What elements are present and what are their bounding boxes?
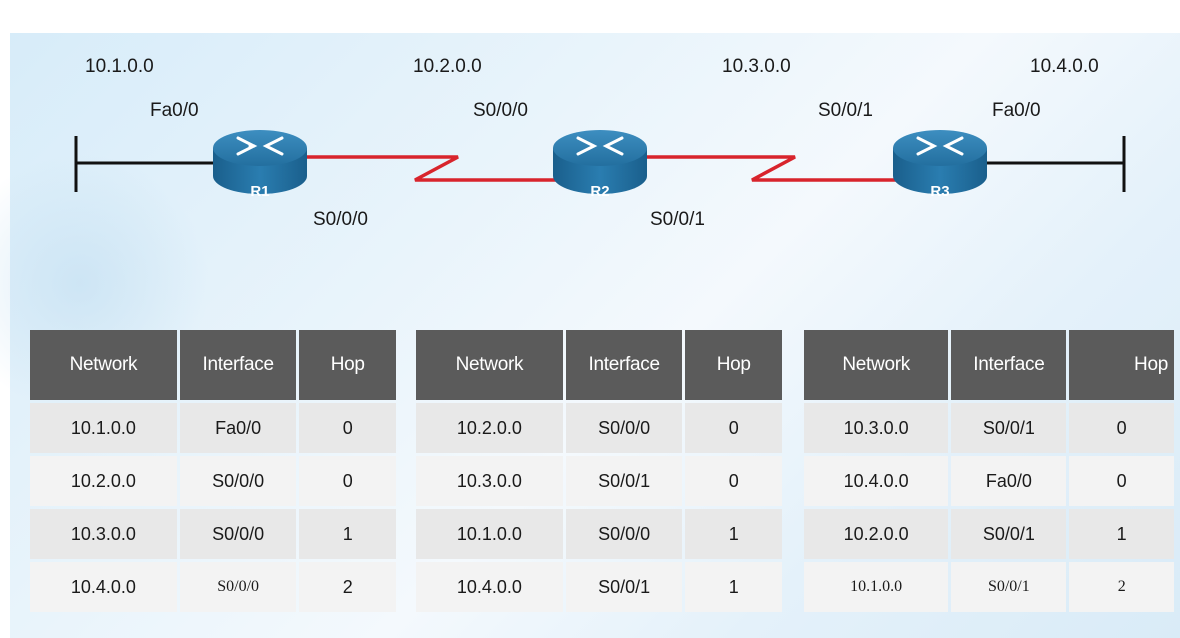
cell-interface: S0/0/1: [951, 403, 1067, 453]
column-header-interface: Interface: [951, 330, 1067, 400]
routing-table-r1: Network Interface Hop 10.1.0.0 Fa0/0 0 1…: [27, 327, 399, 615]
table-row: 10.1.0.0 Fa0/0 0: [30, 403, 396, 453]
interface-label-r2-s0-0-0: S0/0/0: [473, 100, 528, 121]
table-row: 10.3.0.0 S0/0/0 1: [30, 509, 396, 559]
router-label-r2: R2: [590, 183, 609, 200]
cell-network: 10.2.0.0: [30, 456, 177, 506]
cell-interface: S0/0/0: [179, 509, 297, 559]
table-row: 10.1.0.0 S0/0/1 2: [804, 562, 1174, 612]
table-row: 10.1.0.0 S0/0/0 1: [416, 509, 782, 559]
table-row: 10.2.0.0 S0/0/1 1: [804, 509, 1174, 559]
cell-hop: 1: [1069, 509, 1174, 559]
interface-label-r3-s0-0-1: S0/0/1: [818, 100, 873, 121]
router-label-r1: R1: [250, 183, 269, 200]
cell-interface: S0/0/1: [565, 456, 683, 506]
cell-interface: S0/0/0: [179, 562, 297, 612]
column-header-hop: Hop: [1069, 330, 1174, 400]
network-label-10-2: 10.2.0.0: [413, 56, 482, 77]
table-row: 10.3.0.0 S0/0/1 0: [416, 456, 782, 506]
cell-hop: 1: [685, 509, 782, 559]
cell-interface: Fa0/0: [951, 456, 1067, 506]
cell-network: 10.3.0.0: [804, 403, 949, 453]
table-row: 10.3.0.0 S0/0/1 0: [804, 403, 1174, 453]
cell-network: 10.1.0.0: [30, 403, 177, 453]
column-header-network: Network: [30, 330, 177, 400]
network-label-10-1: 10.1.0.0: [85, 56, 154, 77]
serial-link-r2-r3: [643, 155, 897, 182]
cell-interface: S0/0/0: [565, 509, 683, 559]
cell-interface: Fa0/0: [179, 403, 297, 453]
column-header-interface: Interface: [179, 330, 297, 400]
routing-table-r2: Network Interface Hop 10.2.0.0 S0/0/0 0 …: [413, 327, 785, 615]
interface-label-r2-s0-0-1: S0/0/1: [650, 209, 705, 230]
router-label-r3: R3: [930, 183, 949, 200]
cell-hop: 1: [299, 509, 396, 559]
router-r3: R3: [893, 130, 987, 200]
column-header-hop: Hop: [685, 330, 782, 400]
cell-hop: 0: [685, 403, 782, 453]
interface-label-r1-s0-0-0: S0/0/0: [313, 209, 368, 230]
cell-network: 10.1.0.0: [804, 562, 949, 612]
cell-network: 10.4.0.0: [804, 456, 949, 506]
cell-interface: S0/0/0: [565, 403, 683, 453]
router-r1: R1: [213, 130, 307, 200]
cell-network: 10.4.0.0: [30, 562, 177, 612]
serial-link-r1-r2: [305, 155, 557, 182]
cell-interface: S0/0/1: [951, 562, 1067, 612]
table-row: 10.2.0.0 S0/0/0 0: [30, 456, 396, 506]
cell-hop: 0: [299, 456, 396, 506]
cell-network: 10.3.0.0: [30, 509, 177, 559]
interface-label-r3-fa0-0: Fa0/0: [992, 100, 1041, 121]
network-label-10-4: 10.4.0.0: [1030, 56, 1099, 77]
cell-hop: 2: [299, 562, 396, 612]
table-row: 10.4.0.0 S0/0/0 2: [30, 562, 396, 612]
interface-label-r1-fa0-0: Fa0/0: [150, 100, 199, 121]
router-r2: R2: [553, 130, 647, 200]
cell-interface: S0/0/1: [565, 562, 683, 612]
table-row: 10.4.0.0 Fa0/0 0: [804, 456, 1174, 506]
cell-interface: S0/0/0: [179, 456, 297, 506]
cell-hop: 0: [685, 456, 782, 506]
network-topology: R1 R2 R3: [74, 130, 1126, 200]
routing-table-r3: Network Interface Hop 10.3.0.0 S0/0/1 0 …: [801, 327, 1177, 615]
cell-hop: 0: [299, 403, 396, 453]
network-label-10-3: 10.3.0.0: [722, 56, 791, 77]
table-row: 10.2.0.0 S0/0/0 0: [416, 403, 782, 453]
column-header-hop: Hop: [299, 330, 396, 400]
table-row: 10.4.0.0 S0/0/1 1: [416, 562, 782, 612]
column-header-network: Network: [804, 330, 949, 400]
cell-network: 10.2.0.0: [804, 509, 949, 559]
cell-network: 10.1.0.0: [416, 509, 563, 559]
cell-hop: 0: [1069, 456, 1174, 506]
cell-hop: 2: [1069, 562, 1174, 612]
cell-network: 10.2.0.0: [416, 403, 563, 453]
cell-network: 10.4.0.0: [416, 562, 563, 612]
cell-interface: S0/0/1: [951, 509, 1067, 559]
cell-hop: 1: [685, 562, 782, 612]
column-header-interface: Interface: [565, 330, 683, 400]
column-header-network: Network: [416, 330, 563, 400]
cell-hop: 0: [1069, 403, 1174, 453]
cell-network: 10.3.0.0: [416, 456, 563, 506]
